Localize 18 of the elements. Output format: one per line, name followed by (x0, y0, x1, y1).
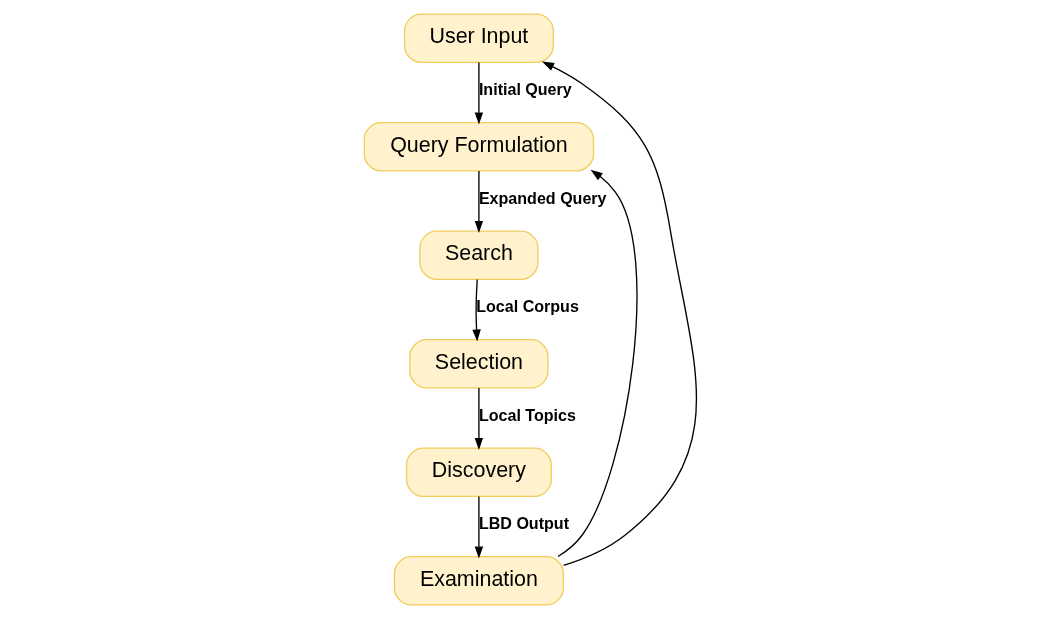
arrow (474, 61, 484, 125)
node-box: Discovery (405, 447, 552, 498)
arrow (472, 278, 481, 342)
edge-label: Expanded Query (478, 188, 607, 207)
node-box: Query Formulation (363, 121, 595, 172)
node-box: Examination (393, 556, 564, 606)
edge-label: LBD Output (478, 514, 570, 533)
node-box: User Input (403, 13, 554, 63)
arrow (542, 61, 698, 566)
edge-label: Local Corpus (476, 297, 579, 316)
edge-label: Local Topics (478, 405, 576, 424)
arrow (474, 495, 484, 559)
node-box: Selection (409, 338, 549, 389)
node-box: Search (419, 230, 539, 281)
edge-label: Initial Query (478, 80, 572, 99)
arrow (474, 387, 484, 451)
arrow (557, 169, 638, 558)
arrow (474, 170, 484, 233)
